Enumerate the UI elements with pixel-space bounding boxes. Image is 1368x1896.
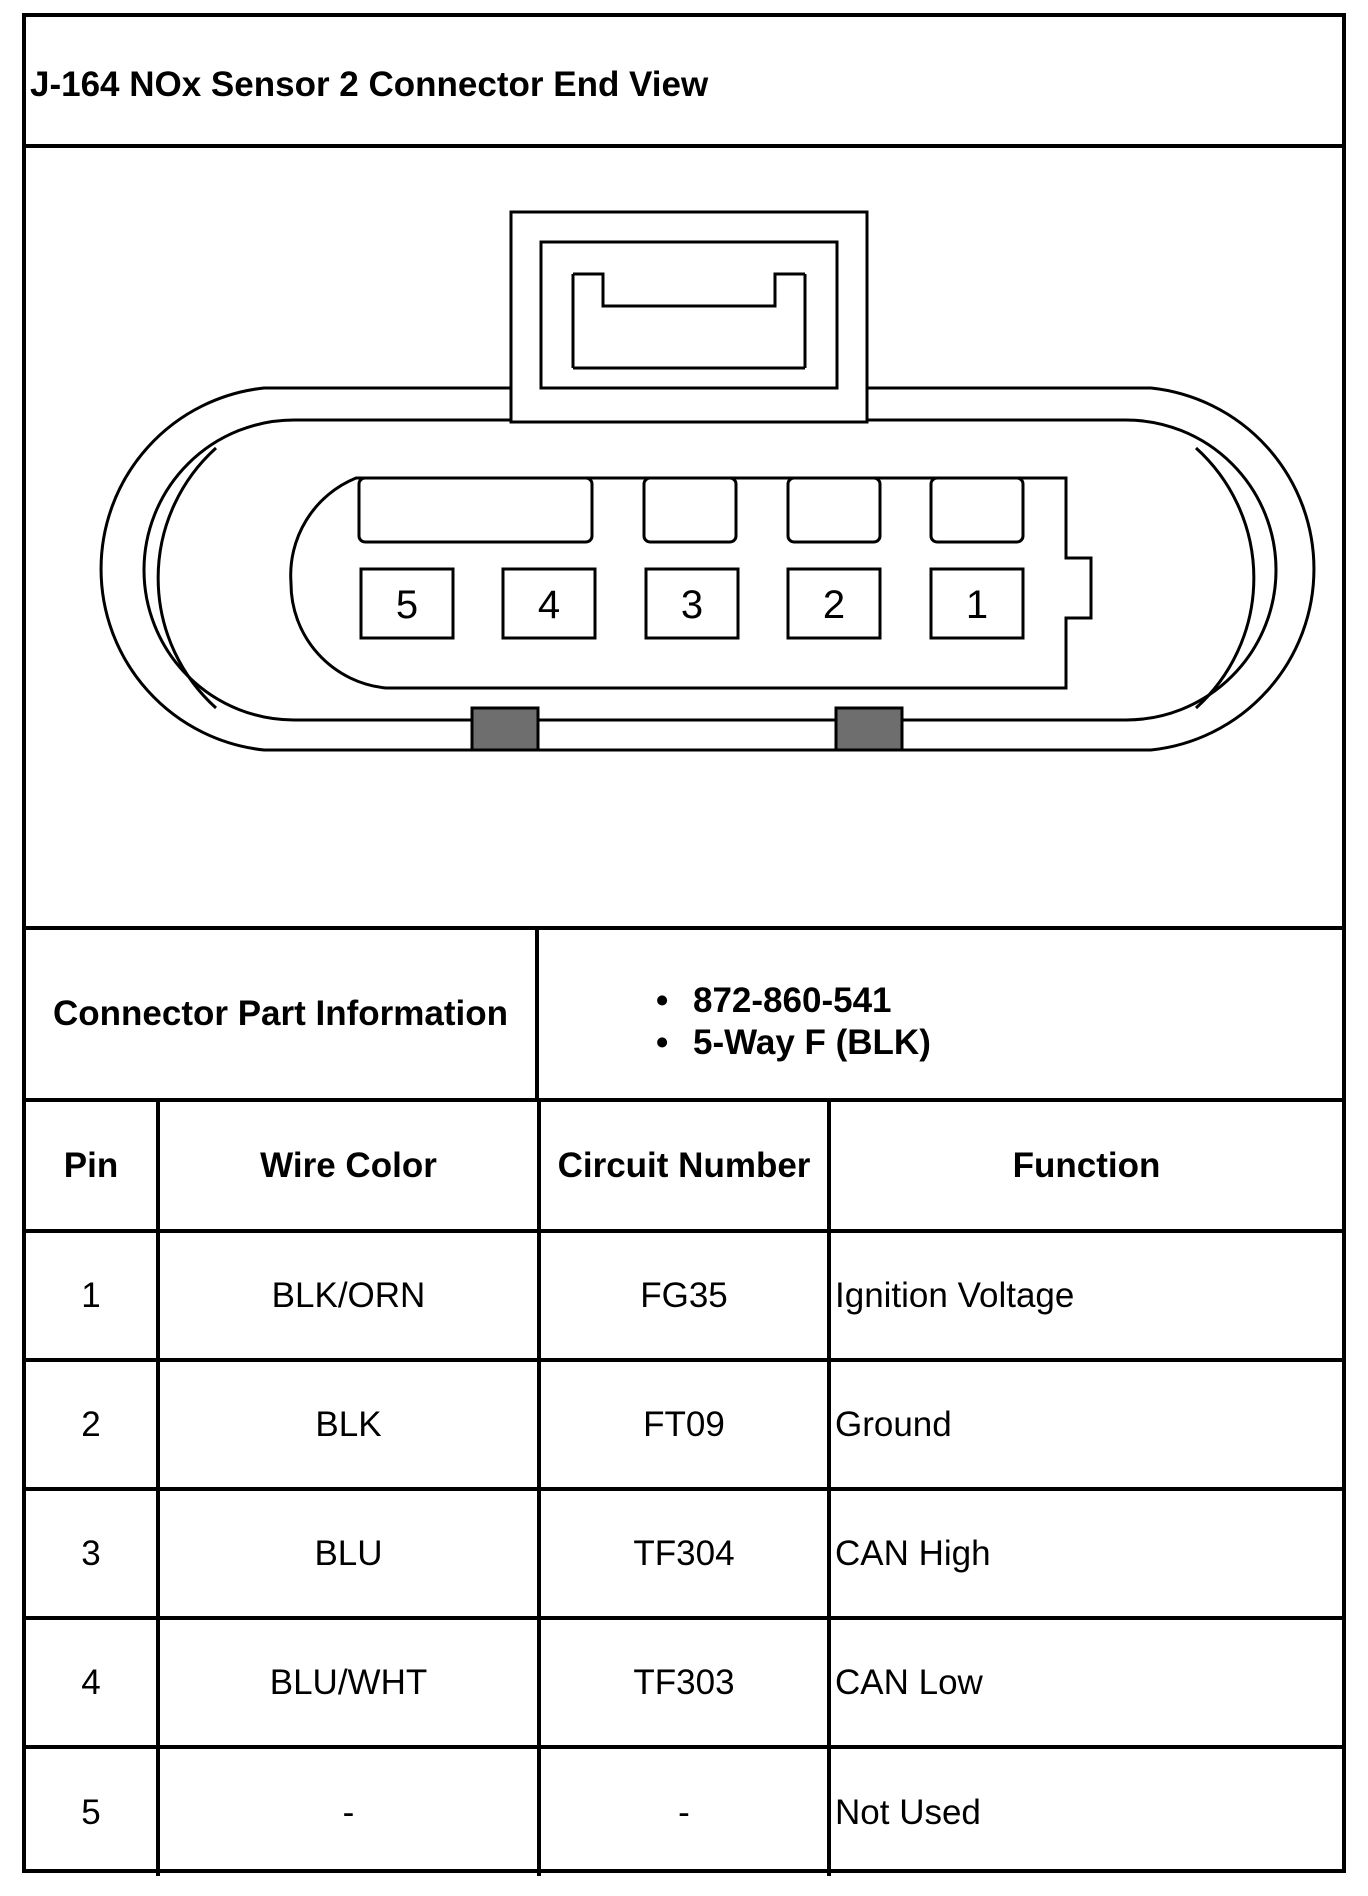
slot-top (357, 476, 594, 544)
cell-circuit-number: TF303 (537, 1616, 831, 1749)
part-info-label: Connector Part Information (26, 930, 539, 1098)
connector-part-info-row: Connector Part Information • 872-860-541 … (26, 930, 1342, 1102)
cell-function: CAN Low (827, 1616, 1342, 1749)
title-row: J-164 NOx Sensor 2 Connector End View (26, 17, 1342, 148)
cell-wire-color: BLU/WHT (156, 1616, 541, 1749)
table-row: 1 BLK/ORN FG35 Ignition Voltage (26, 1229, 1342, 1362)
table-header-row: Pin Wire Color Circuit Number Function (26, 1102, 1342, 1233)
cell-function: Not Used (827, 1745, 1342, 1876)
part-number: 872-860-541 (693, 981, 892, 1020)
connector-sheet: J-164 NOx Sensor 2 Connector End View (22, 13, 1346, 1876)
cell-wire-color: - (156, 1745, 541, 1876)
part-info-item: • 5-Way F (BLK) (656, 1022, 931, 1064)
bullet-icon: • (656, 1023, 669, 1062)
pin-cavity-2 (786, 567, 882, 640)
pin-cavity-3 (644, 567, 740, 640)
part-info-item: • 872-860-541 (656, 980, 931, 1022)
header-circuit-number: Circuit Number (537, 1102, 831, 1233)
table-row: 4 BLU/WHT TF303 CAN Low (26, 1616, 1342, 1749)
header-pin: Pin (26, 1102, 160, 1233)
pin-label: 4 (538, 583, 560, 627)
cell-pin: 2 (26, 1358, 160, 1491)
pin-cavity-5 (359, 567, 455, 640)
cell-circuit-number: TF304 (537, 1487, 831, 1620)
pinout-table: Pin Wire Color Circuit Number Function 1… (26, 1102, 1342, 1876)
table-row: 2 BLK FT09 Ground (26, 1358, 1342, 1491)
connector-inner-shell (142, 418, 1278, 722)
table-row: 5 - - Not Used (26, 1745, 1342, 1876)
cell-function: Ignition Voltage (827, 1229, 1342, 1362)
connector-latch-frame (539, 240, 839, 390)
pin-label: 3 (681, 583, 703, 627)
cell-circuit-number: FG35 (537, 1229, 831, 1362)
cell-pin: 4 (26, 1616, 160, 1749)
part-info-list: • 872-860-541 • 5-Way F (BLK) (656, 980, 931, 1064)
lock-tab (470, 706, 540, 752)
cell-pin: 1 (26, 1229, 160, 1362)
slot-top (786, 476, 882, 544)
page-title: J-164 NOx Sensor 2 Connector End View (30, 65, 709, 104)
part-description: 5-Way F (BLK) (693, 1023, 931, 1062)
connector-shell-edge (156, 446, 218, 710)
slot-top (929, 476, 1025, 544)
connector-diagram-row: 5 4 3 2 1 (26, 148, 1342, 930)
cell-wire-color: BLU (156, 1487, 541, 1620)
cell-circuit-number: - (537, 1745, 831, 1876)
connector-shell-edge (1194, 446, 1256, 710)
pin-cavity-1 (929, 567, 1025, 640)
cell-pin: 3 (26, 1487, 160, 1620)
connector-latch-tab (571, 272, 807, 368)
slot-top (642, 476, 738, 544)
cell-function: CAN High (827, 1487, 1342, 1620)
bullet-icon: • (656, 981, 669, 1020)
pin-label: 1 (966, 583, 988, 627)
cell-function: Ground (827, 1358, 1342, 1491)
connector-cavity (289, 476, 1093, 690)
connector-outer-shell (99, 386, 1316, 752)
pin-cavity-4 (501, 567, 597, 640)
table-row: 3 BLU TF304 CAN High (26, 1487, 1342, 1620)
header-function: Function (827, 1102, 1342, 1233)
header-wire-color: Wire Color (156, 1102, 541, 1233)
connector-end-view-diagram: 5 4 3 2 1 (99, 210, 1316, 752)
pin-label: 5 (396, 583, 418, 627)
lock-tab (834, 706, 904, 752)
pin-label: 2 (823, 583, 845, 627)
cell-pin: 5 (26, 1745, 160, 1876)
cell-circuit-number: FT09 (537, 1358, 831, 1491)
cell-wire-color: BLK (156, 1358, 541, 1491)
cell-wire-color: BLK/ORN (156, 1229, 541, 1362)
